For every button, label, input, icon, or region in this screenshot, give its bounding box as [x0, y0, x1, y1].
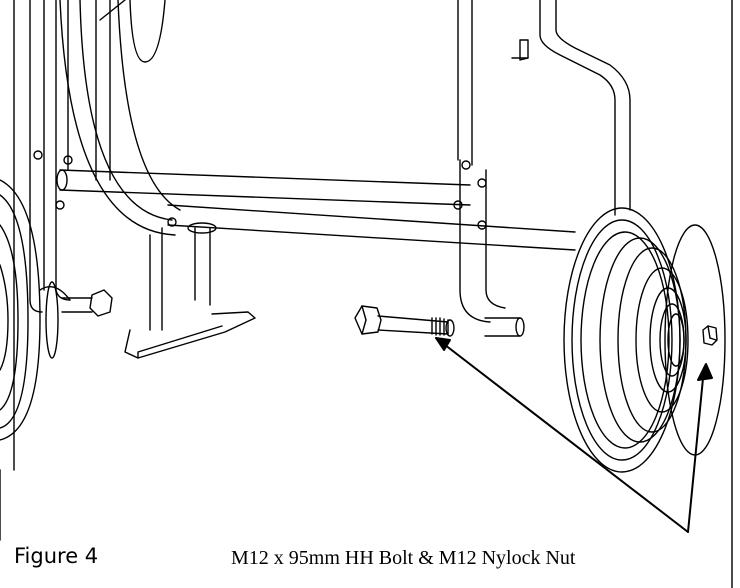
- nut-arrowhead: [697, 363, 713, 381]
- frame-bolts: [33, 150, 487, 230]
- stand-foot: [124, 222, 256, 359]
- right-frame-tubes: [457, 0, 631, 323]
- hose-reel: [59, 0, 181, 236]
- right-wheel: [563, 207, 726, 473]
- figure-caption: M12 x 95mm HH Bolt & M12 Nylock Nut: [231, 547, 576, 569]
- callout-leaders: [435, 337, 713, 533]
- m12-bolt: [354, 305, 455, 337]
- axle: [484, 317, 525, 337]
- figure-label: Figure 4: [14, 544, 99, 568]
- bolt-arrowhead: [435, 337, 451, 351]
- left-wheel: [0, 179, 113, 441]
- nut-leader-line: [687, 367, 705, 533]
- bolt-leader-line: [435, 337, 689, 533]
- m12-nylock-nut: [702, 325, 718, 346]
- cross-tubes: [56, 169, 576, 251]
